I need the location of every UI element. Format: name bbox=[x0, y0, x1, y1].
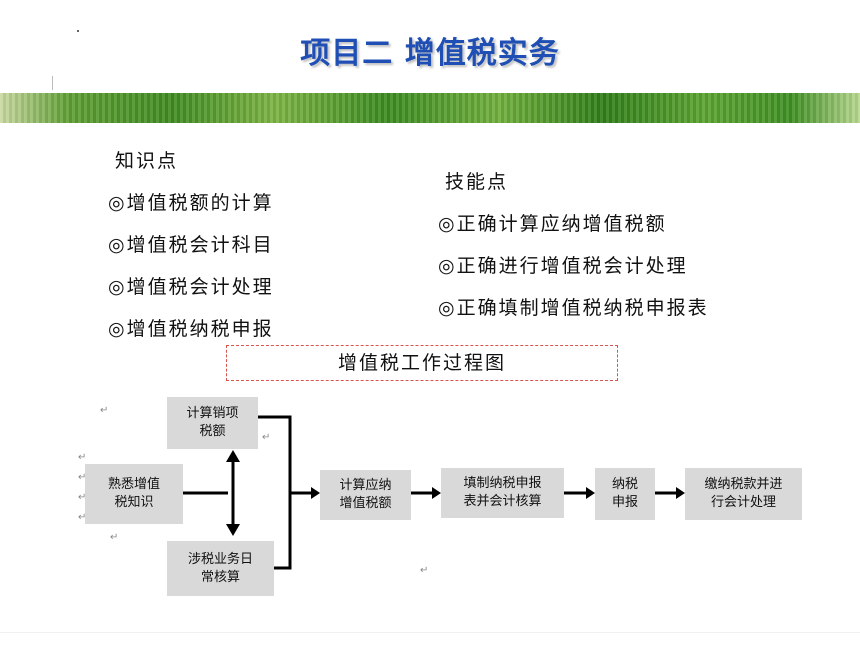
knowledge-item: ◎增值税会计科目 bbox=[108, 234, 274, 256]
paragraph-mark: ↵ bbox=[78, 512, 87, 523]
arrow-head bbox=[226, 450, 240, 462]
box-tax-filing: 纳税申报 bbox=[595, 468, 655, 520]
box-pay-tax: 缴纳税款并进行会计处理 bbox=[685, 468, 802, 520]
paragraph-mark: ↵ bbox=[78, 492, 87, 503]
knowledge-item: ◎增值税纳税申报 bbox=[108, 318, 274, 340]
stray-tick bbox=[52, 76, 53, 90]
arrow-head bbox=[586, 487, 595, 499]
skills-heading: 技能点 bbox=[445, 171, 509, 193]
knowledge-item: ◎增值税额的计算 bbox=[108, 192, 274, 214]
box-familiar-knowledge: 熟悉增值税知识 bbox=[85, 464, 183, 524]
box-calc-payable-vat: 计算应纳增值税额 bbox=[320, 470, 411, 520]
bottom-divider bbox=[0, 632, 860, 633]
stray-dot bbox=[77, 30, 79, 32]
page-title: 项目二 增值税实务 bbox=[300, 36, 560, 71]
paragraph-mark: ↵ bbox=[110, 532, 119, 543]
paragraph-mark: ↵ bbox=[100, 405, 109, 416]
arrow-head bbox=[676, 487, 685, 499]
box-output-tax: 计算销项税额 bbox=[167, 397, 258, 449]
skills-item: ◎正确填制增值税纳税申报表 bbox=[438, 297, 709, 319]
arrow-head bbox=[432, 487, 441, 499]
arrow-head bbox=[311, 487, 320, 499]
knowledge-item: ◎增值税会计处理 bbox=[108, 276, 274, 298]
skills-item: ◎正确计算应纳增值税额 bbox=[438, 213, 667, 235]
knowledge-heading: 知识点 bbox=[115, 150, 179, 172]
paragraph-mark: ↵ bbox=[262, 432, 271, 443]
paragraph-mark: ↵ bbox=[420, 565, 429, 576]
skills-item: ◎正确进行增值税会计处理 bbox=[438, 255, 688, 277]
box-daily-accounting: 涉税业务日常核算 bbox=[167, 541, 274, 596]
process-diagram-title: 增值税工作过程图 bbox=[226, 345, 618, 381]
box-fill-return: 填制纳税申报表并会计核算 bbox=[441, 468, 564, 518]
paragraph-mark: ↵ bbox=[78, 472, 87, 483]
arrow-head bbox=[226, 524, 240, 536]
paragraph-mark: ↵ bbox=[78, 452, 87, 463]
header-green-band bbox=[0, 93, 860, 123]
